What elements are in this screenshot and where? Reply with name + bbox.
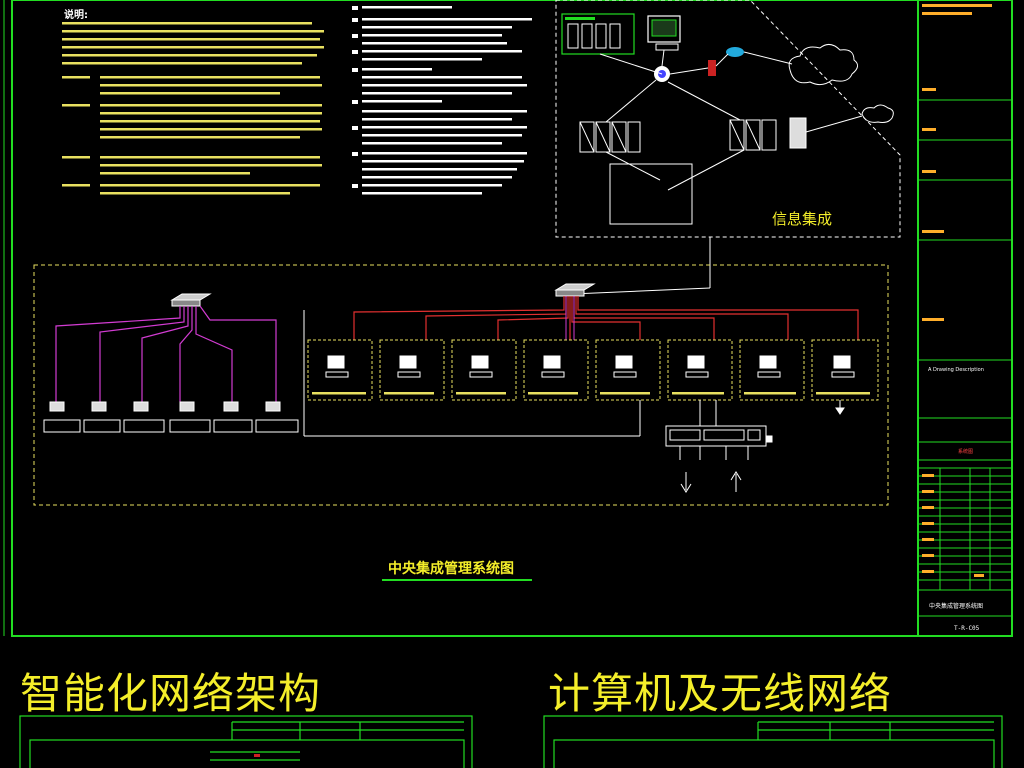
caption-computer-wireless: 计算机及无线网络 (548, 669, 893, 718)
central-switch-purple-links (565, 296, 575, 340)
central-network-switch (554, 283, 596, 297)
management-terminal (609, 163, 693, 225)
firewall-icon (708, 60, 716, 76)
workstation-keyboards (325, 371, 855, 378)
station-drop-lines (639, 400, 841, 436)
notes-heading: 说明: (64, 10, 88, 21)
server-tower-icon (789, 117, 807, 149)
notes-text-left (62, 22, 324, 195)
central-system-boundary (33, 264, 889, 506)
internet-cloud-icon (788, 44, 858, 86)
left-switch-links (55, 305, 277, 402)
workstation-label-bars (312, 392, 870, 395)
central-switch-links (353, 296, 859, 340)
info-zone-links (571, 49, 863, 295)
titleblock-marks (922, 4, 992, 577)
titleblock-sheet-number: T-R-C05 (954, 625, 980, 632)
info-integration-label: 信息集成 (772, 210, 833, 228)
preview-frame-right (543, 715, 1003, 768)
titleblock-zone-mark: 系统图 (958, 449, 974, 455)
left-network-switch (170, 293, 212, 307)
info-integration-zone (555, 0, 901, 238)
left-subsystem-labels (43, 419, 299, 433)
preview-marker-left (254, 754, 260, 757)
diagram-title: 中央集成管理系统图 (388, 561, 514, 577)
drawing-frame (11, 0, 1013, 637)
titleblock-sheet-title: 中央集成管理系统图 (929, 603, 984, 610)
server-rack-group (561, 13, 635, 55)
titleblock-drawing-label: A Drawing Description (928, 367, 984, 373)
workstation-icon (647, 15, 681, 51)
workstation-monitors (327, 355, 851, 369)
output-arrow (835, 407, 845, 415)
workstation-boxes (307, 339, 879, 401)
left-subsystem-devices (49, 401, 281, 412)
remote-cloud-icon (861, 104, 894, 123)
controller-panel (665, 425, 773, 460)
storage-array-right (729, 119, 777, 151)
storage-array-left (579, 121, 641, 153)
io-arrows (680, 471, 742, 493)
preview-frame-left (19, 715, 473, 768)
router-icon (726, 47, 744, 57)
caption-network-architecture: 智能化网络架构 (20, 669, 322, 718)
notes-text-middle (352, 6, 532, 195)
